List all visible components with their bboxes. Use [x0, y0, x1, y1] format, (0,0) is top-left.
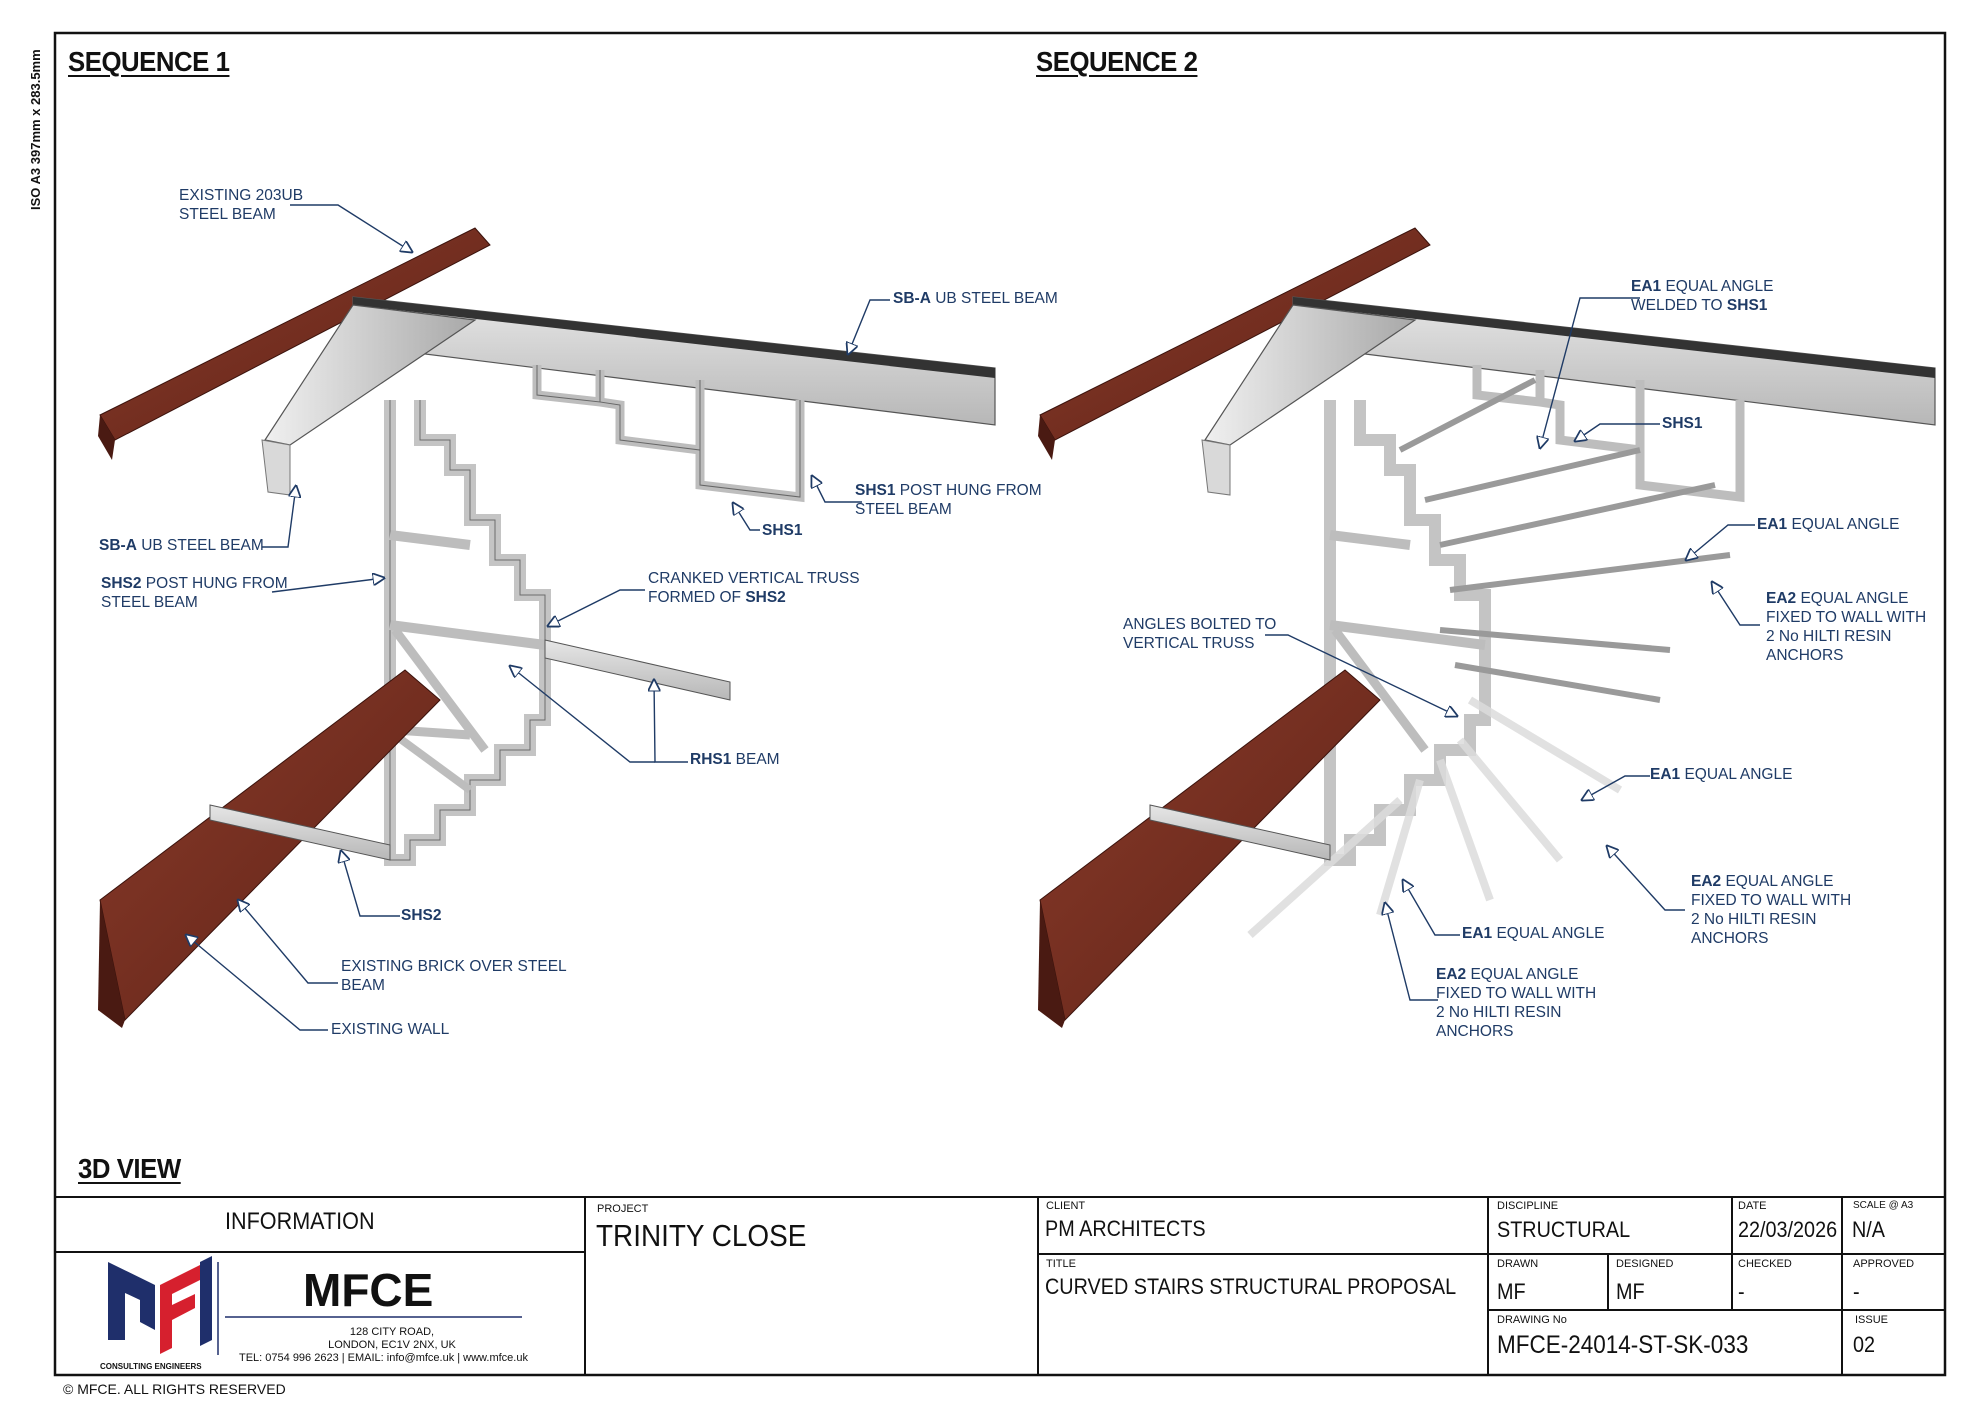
designed-label: DESIGNED — [1616, 1258, 1674, 1270]
label-shs1-post: SHS1 POST HUNG FROM STEEL BEAM — [855, 482, 1042, 518]
existing-203ub-beam — [99, 227, 491, 441]
date-label: DATE — [1738, 1200, 1767, 1212]
label-sb-a-top: SB-A UB STEEL BEAM — [893, 290, 1058, 307]
sheet-border — [53, 31, 1947, 1377]
sequence2-leaders — [1265, 297, 1760, 1001]
label-rhs1-beam: RHS1 BEAM — [690, 751, 780, 768]
tread-angles — [1398, 377, 1731, 703]
mfce-logo — [108, 1256, 522, 1355]
label-ea2-bottom: EA2 EQUAL ANGLE FIXED TO WALL WITH 2 No … — [1436, 966, 1597, 1040]
discipline-label: DISCIPLINE — [1497, 1200, 1559, 1212]
label-angles-bolted: ANGLES BOLTED TO VERTICAL TRUSS — [1123, 616, 1277, 652]
copyright: © MFCE. ALL RIGHTS RESERVED — [63, 1381, 286, 1397]
label-shs2-post: SHS2 POST HUNG FROM STEEL BEAM — [101, 575, 288, 611]
label-ea1-right: EA1 EQUAL ANGLE — [1757, 516, 1900, 533]
drawing-title: CURVED STAIRS STRUCTURAL PROPOSAL — [1045, 1274, 1457, 1299]
label-shs1: SHS1 — [762, 522, 803, 539]
label-existing-wall: EXISTING WALL — [331, 1021, 450, 1038]
existing-beam-2 — [1039, 227, 1431, 441]
label-cranked-truss: CRANKED VERTICAL TRUSS FORMED OF SHS2 — [648, 570, 860, 606]
shs2-lower — [209, 804, 391, 861]
title-block-frame — [55, 1196, 1945, 1375]
label-ea2-low: EA2 EQUAL ANGLE FIXED TO WALL WITH 2 No … — [1691, 873, 1852, 947]
issue-value: 02 — [1853, 1332, 1876, 1357]
approved-label: APPROVED — [1853, 1258, 1915, 1270]
rhs1-beam — [544, 639, 731, 701]
label-existing-brick: EXISTING BRICK OVER STEEL BEAM — [341, 958, 567, 994]
label-shs1-seq2: SHS1 — [1662, 415, 1703, 432]
label-ea1-low: EA1 EQUAL ANGLE — [1462, 925, 1605, 942]
project-name: TRINITY CLOSE — [596, 1218, 807, 1253]
information-heading: INFORMATION — [225, 1208, 375, 1235]
designed-value: MF — [1616, 1279, 1645, 1304]
scale-label: SCALE @ A3 — [1853, 1200, 1914, 1211]
label-ea2-right: EA2 EQUAL ANGLE FIXED TO WALL WITH 2 No … — [1766, 590, 1927, 664]
label-ea1-welded: EA1 EQUAL ANGLE WELDED TO SHS1 — [1631, 278, 1774, 314]
scale-value: N/A — [1852, 1217, 1886, 1242]
drawn-label: DRAWN — [1497, 1258, 1539, 1270]
view-title: 3D VIEW — [78, 1153, 181, 1184]
issue-label: ISSUE — [1855, 1314, 1889, 1326]
sequence2-model — [1038, 227, 1936, 1028]
client-label: CLIENT — [1046, 1200, 1086, 1212]
sequence1-title: SEQUENCE 1 — [68, 46, 230, 77]
label-sb-a-left: SB-A UB STEEL BEAM — [99, 537, 264, 554]
address-line2: LONDON, EC1V 2NX, UK — [328, 1339, 456, 1351]
checked-label: CHECKED — [1738, 1258, 1792, 1270]
checked-value: - — [1738, 1279, 1745, 1304]
sheet-size-note: ISO A3 397mm x 283.5mm — [28, 49, 43, 210]
drawing-no-label: DRAWING No — [1497, 1314, 1567, 1326]
label-shs2: SHS2 — [401, 907, 442, 924]
discipline-value: STRUCTURAL — [1497, 1217, 1631, 1242]
consulting-engineers: CONSULTING ENGINEERS — [100, 1362, 202, 1371]
label-existing-203ub: EXISTING 203UB STEEL BEAM — [179, 187, 304, 223]
sequence1-model — [98, 227, 996, 1028]
sequence1-leaders — [186, 204, 890, 1031]
address-line1: 128 CITY ROAD, — [349, 1326, 435, 1338]
label-ea1-mid: EA1 EQUAL ANGLE — [1650, 766, 1793, 783]
sequence2-title: SEQUENCE 2 — [1036, 46, 1198, 77]
drawing-no-value: MFCE-24014-ST-SK-033 — [1497, 1331, 1749, 1359]
date-value: 22/03/2026 — [1738, 1217, 1838, 1242]
title-label: TITLE — [1046, 1258, 1076, 1270]
project-label: PROJECT — [597, 1203, 649, 1215]
client-name: PM ARCHITECTS — [1045, 1216, 1206, 1241]
company-name: MFCE — [303, 1264, 434, 1316]
drawn-value: MF — [1497, 1279, 1526, 1304]
contact-line: TEL: 0754 996 2623 | EMAIL: info@mfce.uk… — [239, 1352, 528, 1364]
approved-value: - — [1853, 1279, 1860, 1304]
